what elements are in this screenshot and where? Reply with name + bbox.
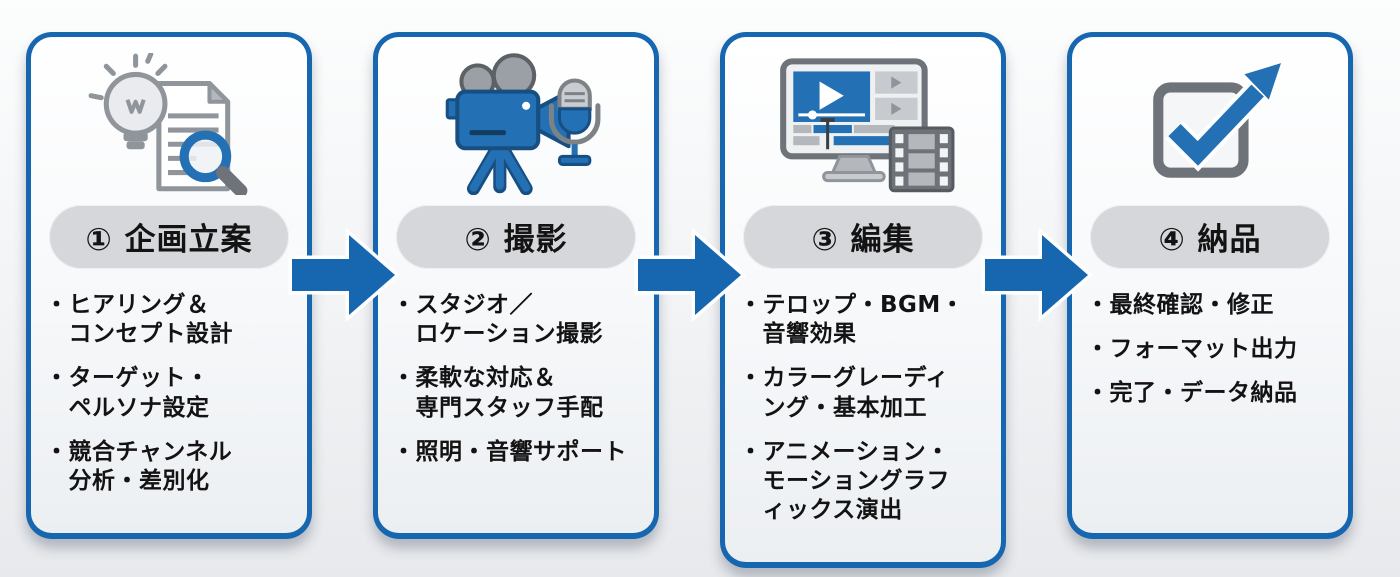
bullet-marker: ・: [45, 365, 69, 392]
bullet-text: アニメーション・ モーショングラフ ィックス演出: [762, 438, 951, 524]
step-bullet-list: ・ヒアリング＆ コンセプト設計 ・ターゲット・ ペルソナ設定 ・競合チャンネル …: [31, 291, 307, 496]
bullet-item: ・最終確認・修正: [1086, 291, 1338, 320]
bullet-item: ・完了・データ納品: [1086, 379, 1338, 408]
bullet-item: ・ヒアリング＆ コンセプト設計: [45, 291, 297, 349]
bullet-item: ・照明・音響サポート: [392, 438, 644, 467]
step-icon-box: [725, 49, 1001, 199]
bullet-marker: ・: [45, 438, 69, 465]
bullet-text: 最終確認・修正: [1109, 292, 1274, 318]
step-card-shooting: ② 撮影 ・スタジオ／ ロケーション撮影 ・柔軟な対応＆ 専門スタッフ手配 ・照…: [373, 32, 659, 539]
bullet-text: カラーグレーディ ング・基本加工: [762, 365, 949, 421]
step-icon-box: [31, 49, 307, 199]
bullet-item: ・アニメーション・ モーショングラフ ィックス演出: [739, 438, 991, 526]
bullet-item: ・テロップ・BGM・ 音響効果: [739, 291, 991, 349]
step-card-delivery: ④ 納品 ・最終確認・修正 ・フォーマット出力 ・完了・データ納品: [1067, 32, 1353, 539]
arrow-right-icon: [981, 229, 1093, 321]
bullet-text: ターゲット・ ペルソナ設定: [68, 365, 210, 421]
bullet-item: ・スタジオ／ ロケーション撮影: [392, 291, 644, 349]
bullet-text: ヒアリング＆ コンセプト設計: [68, 292, 233, 348]
editing-monitor-film-icon: [780, 58, 955, 193]
arrow-right-icon: [288, 229, 400, 321]
bullet-item: ・柔軟な対応＆ 専門スタッフ手配: [392, 364, 644, 422]
step-bullet-list: ・テロップ・BGM・ 音響効果 ・カラーグレーディ ング・基本加工 ・アニメーシ…: [725, 291, 1001, 525]
step-icon-box: [378, 49, 654, 199]
bullet-marker: ・: [392, 365, 416, 392]
bullet-text: 柔軟な対応＆ 専門スタッフ手配: [415, 365, 604, 421]
bullet-marker: ・: [392, 438, 416, 465]
bullet-marker: ・: [1086, 292, 1110, 318]
idea-research-icon: [88, 53, 248, 195]
step-bullet-list: ・スタジオ／ ロケーション撮影 ・柔軟な対応＆ 専門スタッフ手配 ・照明・音響サ…: [378, 291, 654, 467]
bullet-marker: ・: [1086, 380, 1110, 407]
bullet-item: ・フォーマット出力: [1086, 335, 1338, 364]
step-card-editing: ③ 編集 ・テロップ・BGM・ 音響効果 ・カラーグレーディ ング・基本加工 ・…: [720, 32, 1006, 568]
camera-mic-icon: [445, 53, 601, 195]
bullet-marker: ・: [739, 292, 763, 318]
bullet-text: 照明・音響サポート: [415, 438, 627, 465]
bullet-text: スタジオ／ ロケーション撮影: [415, 292, 604, 348]
bullet-marker: ・: [45, 292, 69, 318]
bullet-item: ・競合チャンネル 分析・差別化: [45, 438, 297, 496]
bullet-text: フォーマット出力: [1109, 336, 1298, 363]
bullet-text: テロップ・BGM・ 音響効果: [762, 292, 965, 348]
bullet-marker: ・: [739, 438, 763, 465]
step-card-planning: ① 企画立案 ・ヒアリング＆ コンセプト設計 ・ターゲット・ ペルソナ設定 ・競…: [26, 32, 312, 539]
bullet-item: ・カラーグレーディ ング・基本加工: [739, 364, 991, 422]
step-title-badge: ④ 納品: [1090, 205, 1330, 269]
bullet-item: ・ターゲット・ ペルソナ設定: [45, 364, 297, 422]
check-arrow-icon: [1153, 60, 1285, 178]
step-title-badge: ③ 編集: [743, 205, 983, 269]
arrow-right-icon: [634, 229, 746, 321]
bullet-text: 完了・データ納品: [1109, 380, 1298, 407]
bullet-marker: ・: [739, 365, 763, 392]
step-bullet-list: ・最終確認・修正 ・フォーマット出力 ・完了・データ納品: [1072, 291, 1348, 409]
bullet-marker: ・: [1086, 336, 1110, 363]
step-title-badge: ① 企画立案: [49, 205, 289, 269]
step-icon-box: [1072, 49, 1348, 199]
bullet-marker: ・: [392, 292, 416, 318]
bullet-text: 競合チャンネル 分析・差別化: [68, 438, 233, 495]
step-title-badge: ② 撮影: [396, 205, 636, 269]
